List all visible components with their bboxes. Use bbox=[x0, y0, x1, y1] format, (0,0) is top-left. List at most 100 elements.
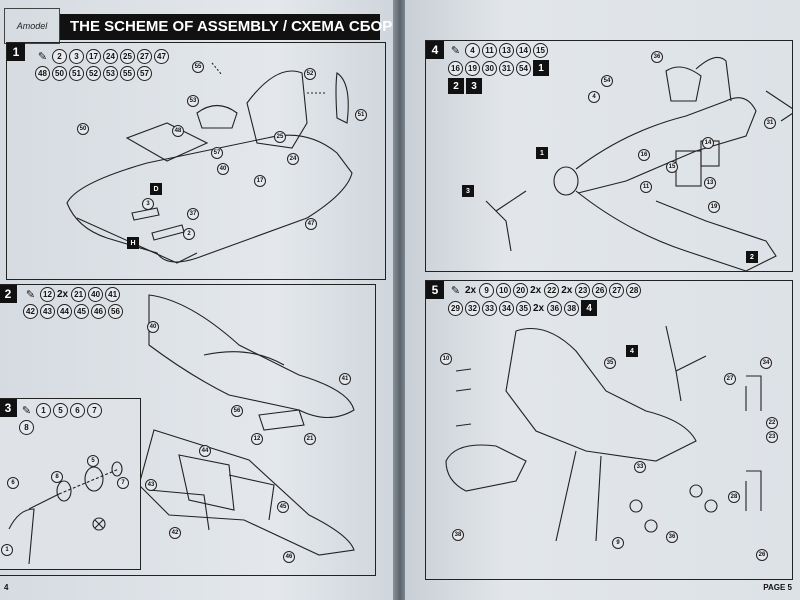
callout-53: 53 bbox=[187, 95, 199, 107]
part-callout: 17 bbox=[86, 49, 101, 64]
callout-46: 46 bbox=[283, 551, 295, 563]
callout-43: 43 bbox=[145, 479, 157, 491]
callout-52: 52 bbox=[304, 68, 316, 80]
part-callout: 48 bbox=[35, 66, 50, 81]
part-callout: 19 bbox=[465, 60, 480, 76]
part-callout: 9 bbox=[479, 283, 495, 298]
part-callout: 28 bbox=[626, 283, 642, 298]
part-callout: 27 bbox=[137, 49, 152, 64]
part-callout: 16 bbox=[448, 60, 463, 76]
step-3-number: 3 bbox=[0, 399, 17, 417]
callout-40: 40 bbox=[217, 163, 229, 175]
part-callout: 29 bbox=[448, 300, 463, 316]
callout-48: 48 bbox=[172, 125, 184, 137]
marker-h: H bbox=[127, 237, 139, 249]
callout-9: 9 bbox=[612, 537, 624, 549]
marker-4: 4 bbox=[626, 345, 638, 357]
part-callout: 42 bbox=[23, 304, 38, 319]
step-4-diagram bbox=[485, 56, 792, 271]
callout-6: 6 bbox=[7, 477, 19, 489]
callout-51: 51 bbox=[355, 109, 367, 121]
part-callout: 32 bbox=[465, 300, 480, 316]
part-callout: 55 bbox=[120, 66, 135, 81]
step-1-panel: 1 ✎ 2 3 17 24 25 27 47 48 50 51 52 53 55… bbox=[6, 42, 386, 280]
right-page: 4 ✎ 4 11 13 14 15 16 19 30 31 54 1 2 3 bbox=[405, 0, 800, 600]
callout-4: 4 bbox=[588, 91, 600, 103]
callout-25: 25 bbox=[274, 131, 286, 143]
marker-1: 1 bbox=[536, 147, 548, 159]
callout-38: 38 bbox=[452, 529, 464, 541]
part-callout: 41 bbox=[105, 287, 121, 302]
callout-54: 54 bbox=[601, 75, 613, 87]
step-5-panel: 5 ✎ 2x 9 10 20 2x 22 2x 23 26 27 28 29 3… bbox=[425, 280, 793, 580]
part-callout: 46 bbox=[91, 304, 106, 319]
callout-26: 26 bbox=[756, 549, 768, 561]
part-callout: 4 bbox=[465, 43, 480, 58]
part-callout: 26 bbox=[592, 283, 608, 298]
part-callout: 33 bbox=[482, 300, 497, 316]
multiplier: 2x bbox=[465, 285, 477, 296]
part-callout: 21 bbox=[71, 287, 87, 302]
part-callout: 40 bbox=[88, 287, 104, 302]
step-3-diagram bbox=[8, 461, 123, 565]
callout-14: 14 bbox=[702, 137, 714, 149]
part-callout: 2 bbox=[52, 49, 67, 64]
part-callout: 5 bbox=[53, 403, 68, 418]
glue-icon: ✎ bbox=[450, 285, 461, 297]
part-callout: 6 bbox=[70, 403, 85, 418]
marker-2: 2 bbox=[746, 251, 758, 263]
page-title: THE SCHEME OF ASSEMBLY / СХЕМА СБОРКИ bbox=[60, 14, 395, 40]
step-ref: 3 bbox=[466, 78, 482, 94]
multiplier: 2x bbox=[57, 289, 69, 300]
step-4-parts: ✎ 4 11 13 14 15 16 19 30 31 54 1 2 3 bbox=[448, 43, 554, 94]
callout-56: 56 bbox=[231, 405, 243, 417]
part-callout: 7 bbox=[87, 403, 102, 418]
part-callout: 15 bbox=[533, 43, 548, 58]
callout-10: 10 bbox=[440, 353, 452, 365]
step-ref: 1 bbox=[533, 60, 549, 76]
part-callout: 56 bbox=[108, 304, 123, 319]
callout-11: 11 bbox=[640, 181, 652, 193]
part-callout: 25 bbox=[120, 49, 135, 64]
part-callout: 34 bbox=[499, 300, 514, 316]
callout-2: 2 bbox=[183, 228, 195, 240]
part-callout: 23 bbox=[575, 283, 591, 298]
callout-50: 50 bbox=[77, 123, 89, 135]
callout-8: 8 bbox=[51, 471, 63, 483]
part-callout: 50 bbox=[52, 66, 67, 81]
brand-logo: Amodel bbox=[4, 8, 60, 44]
step-5-number: 5 bbox=[426, 281, 444, 299]
callout-21: 21 bbox=[304, 433, 316, 445]
page-number: 4 bbox=[4, 583, 9, 592]
step-4-number: 4 bbox=[426, 41, 444, 59]
callout-36: 36 bbox=[666, 531, 678, 543]
part-callout: 27 bbox=[609, 283, 625, 298]
part-callout: 38 bbox=[564, 300, 580, 316]
part-callout: 31 bbox=[499, 60, 514, 76]
part-callout: 44 bbox=[57, 304, 72, 319]
book-gutter bbox=[393, 0, 407, 600]
callout-40: 40 bbox=[147, 321, 159, 333]
step-2-diagram bbox=[138, 294, 355, 556]
part-callout: 43 bbox=[40, 304, 55, 319]
left-page: Amodel THE SCHEME OF ASSEMBLY / СХЕМА СБ… bbox=[0, 0, 395, 600]
callout-3: 3 bbox=[142, 198, 154, 210]
part-callout: 24 bbox=[103, 49, 118, 64]
step-2-number: 2 bbox=[0, 285, 17, 303]
marker-d: D bbox=[150, 183, 162, 195]
callout-22: 22 bbox=[766, 417, 778, 429]
step-ref: 4 bbox=[581, 300, 598, 316]
glue-icon: ✎ bbox=[37, 51, 48, 63]
callout-27: 27 bbox=[724, 373, 736, 385]
part-callout: 3 bbox=[69, 49, 84, 64]
callout-33: 33 bbox=[634, 461, 646, 473]
part-callout: 8 bbox=[19, 420, 34, 435]
step-5-diagram bbox=[445, 325, 762, 542]
part-callout: 22 bbox=[544, 283, 560, 298]
step-ref: 2 bbox=[448, 78, 464, 94]
part-callout: 11 bbox=[482, 43, 497, 58]
step-3-parts: ✎ 1 5 6 7 8 bbox=[19, 403, 109, 435]
multiplier: 2x bbox=[530, 285, 542, 296]
part-callout: 30 bbox=[482, 60, 497, 76]
callout-13: 13 bbox=[704, 177, 716, 189]
